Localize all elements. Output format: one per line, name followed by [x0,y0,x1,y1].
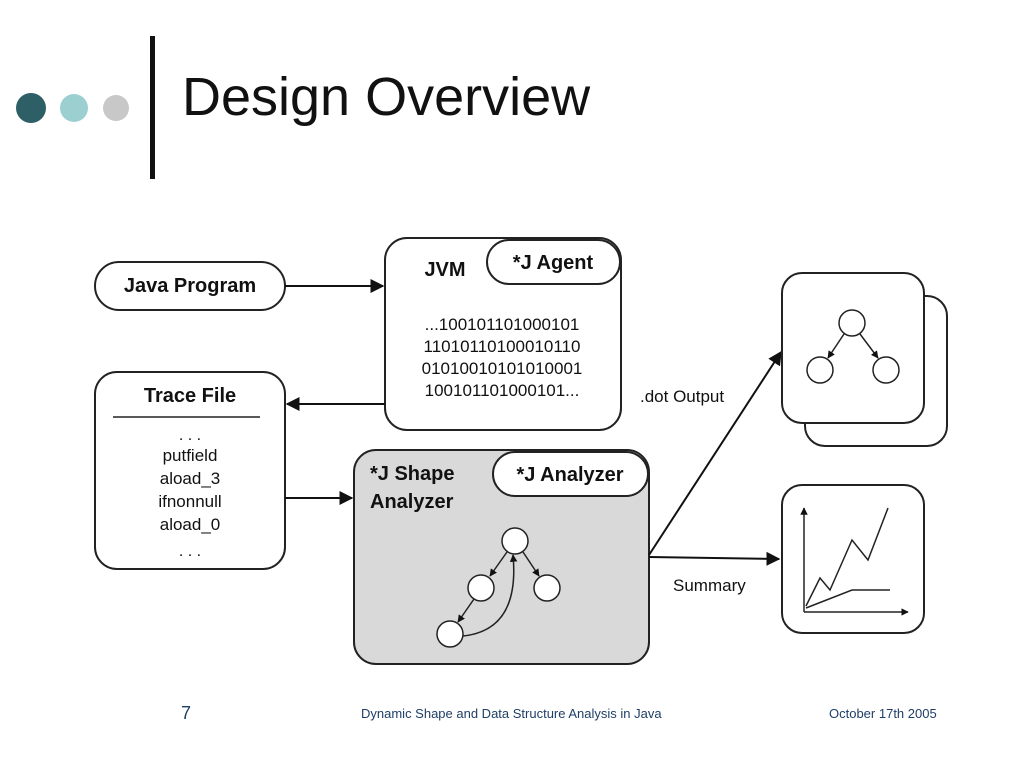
analyzer-graph [436,527,561,648]
jvm-label: JVM [424,259,465,281]
java-program-label: Java Program [124,275,256,297]
title-divider [150,36,155,179]
dot-output-cards [781,272,948,447]
bits-line-3: 01010010101010001 [422,359,583,378]
slide-title: Design Overview [182,67,591,127]
trace-line-2: putfield [163,446,218,465]
agent-label: *J Agent [513,252,594,274]
trace-line-3: aload_3 [160,469,221,488]
arrow-to-summary [648,551,781,566]
trace-line-5: aload_0 [160,515,221,534]
shape-analyzer-label-1: *J Shape [370,463,454,485]
trace-file-title: Trace File [144,385,236,407]
shape-analyzer-node: *J Shape Analyzer *J Analyzer [353,449,650,665]
shape-analyzer-label-2: Analyzer [370,491,454,513]
analyzer-badge [492,451,649,497]
footer-date: October 17th 2005 [829,706,937,721]
trace-line-1: . . . [179,427,201,444]
trace-line-6: . . . [179,543,201,560]
arrow-to-dot-output [648,350,782,556]
bits-line-2: 11010110100010110 [424,337,581,356]
agent-badge [486,239,621,285]
trace-file-node: Trace File . . . putfield aload_3 ifnonn… [94,371,286,570]
accent-dot-3 [103,95,129,121]
jvm-node: JVM *J Agent ...100101101000101 11010110… [384,237,622,431]
dot-output-graph [806,309,900,384]
bits-line-4: 100101101000101... [425,381,580,400]
summary-chart-card [781,484,925,634]
bits-line-1: ...100101101000101 [425,315,580,334]
page-number: 7 [181,703,192,723]
footer-center-text: Dynamic Shape and Data Structure Analysi… [361,706,662,721]
accent-dot-2 [60,94,88,122]
accent-dot-1 [16,93,46,123]
dot-output-label: .dot Output [640,387,724,406]
trace-line-4: ifnonnull [158,492,221,511]
java-program-node: Java Program [94,261,286,311]
summary-label: Summary [673,576,746,595]
analyzer-label: *J Analyzer [516,464,623,486]
